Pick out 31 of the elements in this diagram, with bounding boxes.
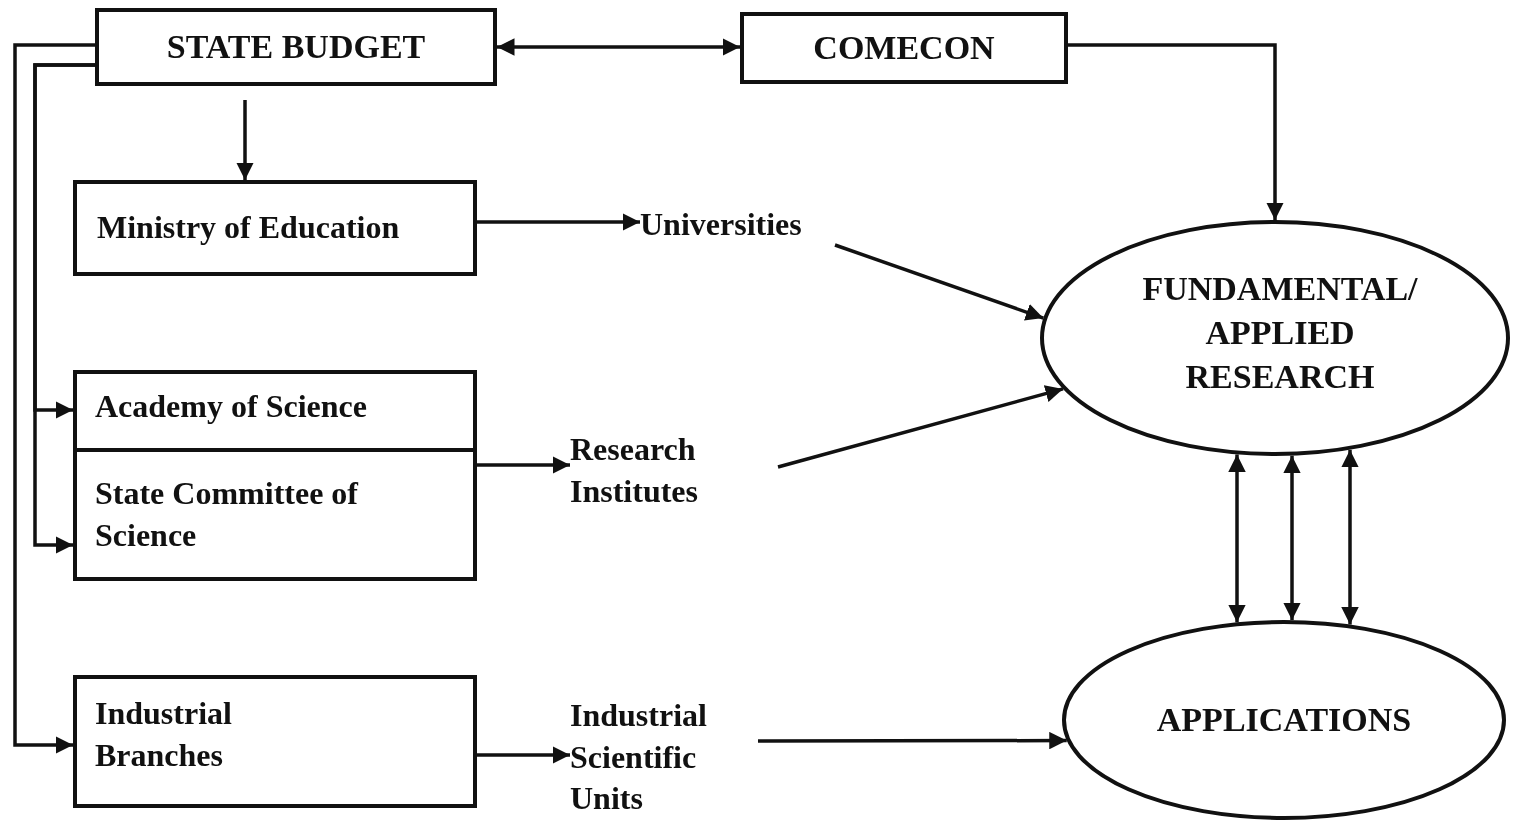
ellipse-node [1062, 620, 1506, 820]
node-text: Ministry of Education [97, 208, 400, 248]
node-text: State Committee of Science [95, 473, 360, 555]
arrow [477, 213, 640, 231]
process-box [95, 8, 497, 86]
node-text: STATE BUDGET [166, 26, 426, 67]
arrow [477, 456, 570, 474]
arrow [834, 243, 1044, 321]
node-text: Research Institutes [570, 430, 699, 511]
arrow [33, 63, 95, 554]
process-box [73, 180, 477, 276]
arrow [497, 38, 740, 56]
arrow [477, 746, 570, 764]
arrow [236, 100, 254, 180]
node-text: FUNDAMENTAL/ APPLIED RESEARCH [1142, 268, 1418, 398]
node-text: APPLICATIONS [1156, 699, 1412, 740]
node-text: Industrial Branches [95, 694, 233, 775]
arrow [1341, 449, 1359, 625]
node-text: Academy of Science [95, 387, 367, 427]
process-box [740, 12, 1068, 84]
node-text: Industrial Scientific Units [570, 696, 708, 819]
ellipse-node [1040, 220, 1510, 456]
arrow [13, 43, 95, 754]
arrow [1283, 455, 1301, 621]
node-text: COMECON [813, 27, 995, 68]
arrow [758, 731, 1067, 750]
process-box [73, 675, 477, 808]
node-text: Universities [640, 205, 802, 245]
arrow [1228, 454, 1246, 623]
arrow [777, 385, 1064, 469]
arrow [1068, 43, 1284, 220]
